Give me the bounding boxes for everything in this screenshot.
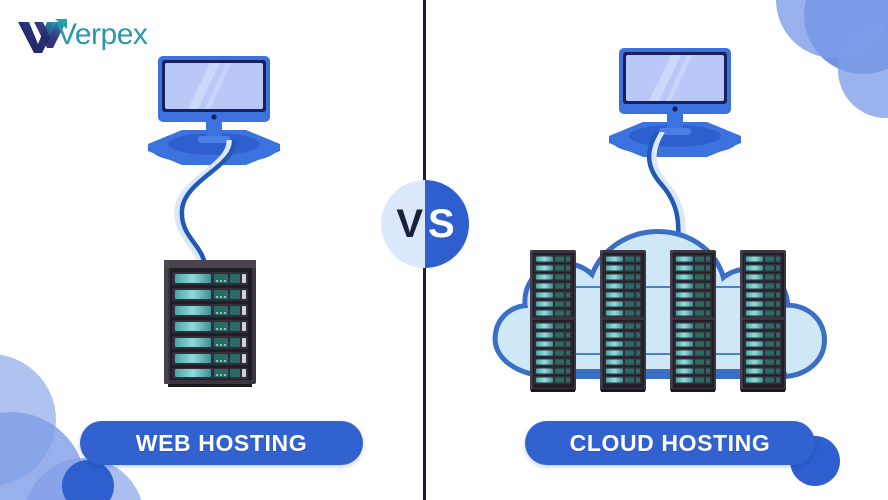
decorative-dot-icon: [62, 460, 114, 500]
server-rack-cluster-icon: [478, 222, 830, 394]
single-server-rack-icon: [160, 258, 260, 388]
verpex-v-logo-icon: [18, 19, 67, 53]
cloud-hosting-label[interactable]: CLOUD HOSTING: [525, 421, 815, 465]
decorative-circles-icon: [776, 0, 888, 58]
vs-badge-s-text: S: [428, 201, 455, 246]
web-hosting-label[interactable]: WEB HOSTING: [80, 421, 363, 465]
desktop-monitor-icon: [134, 52, 294, 172]
decorative-circles-icon: [838, 22, 888, 118]
network-cable-icon: [645, 128, 715, 258]
network-cable-icon: [172, 136, 244, 274]
status-badge: V S: [381, 180, 469, 268]
decorative-circles-icon: [804, 0, 888, 74]
desktop-monitor-icon: [595, 44, 755, 164]
decorative-circles-icon: [0, 354, 56, 486]
brand-logo: Verpex: [14, 14, 148, 56]
vs-badge-v-text: V: [396, 201, 423, 246]
brand-name: Verpex: [57, 18, 148, 51]
